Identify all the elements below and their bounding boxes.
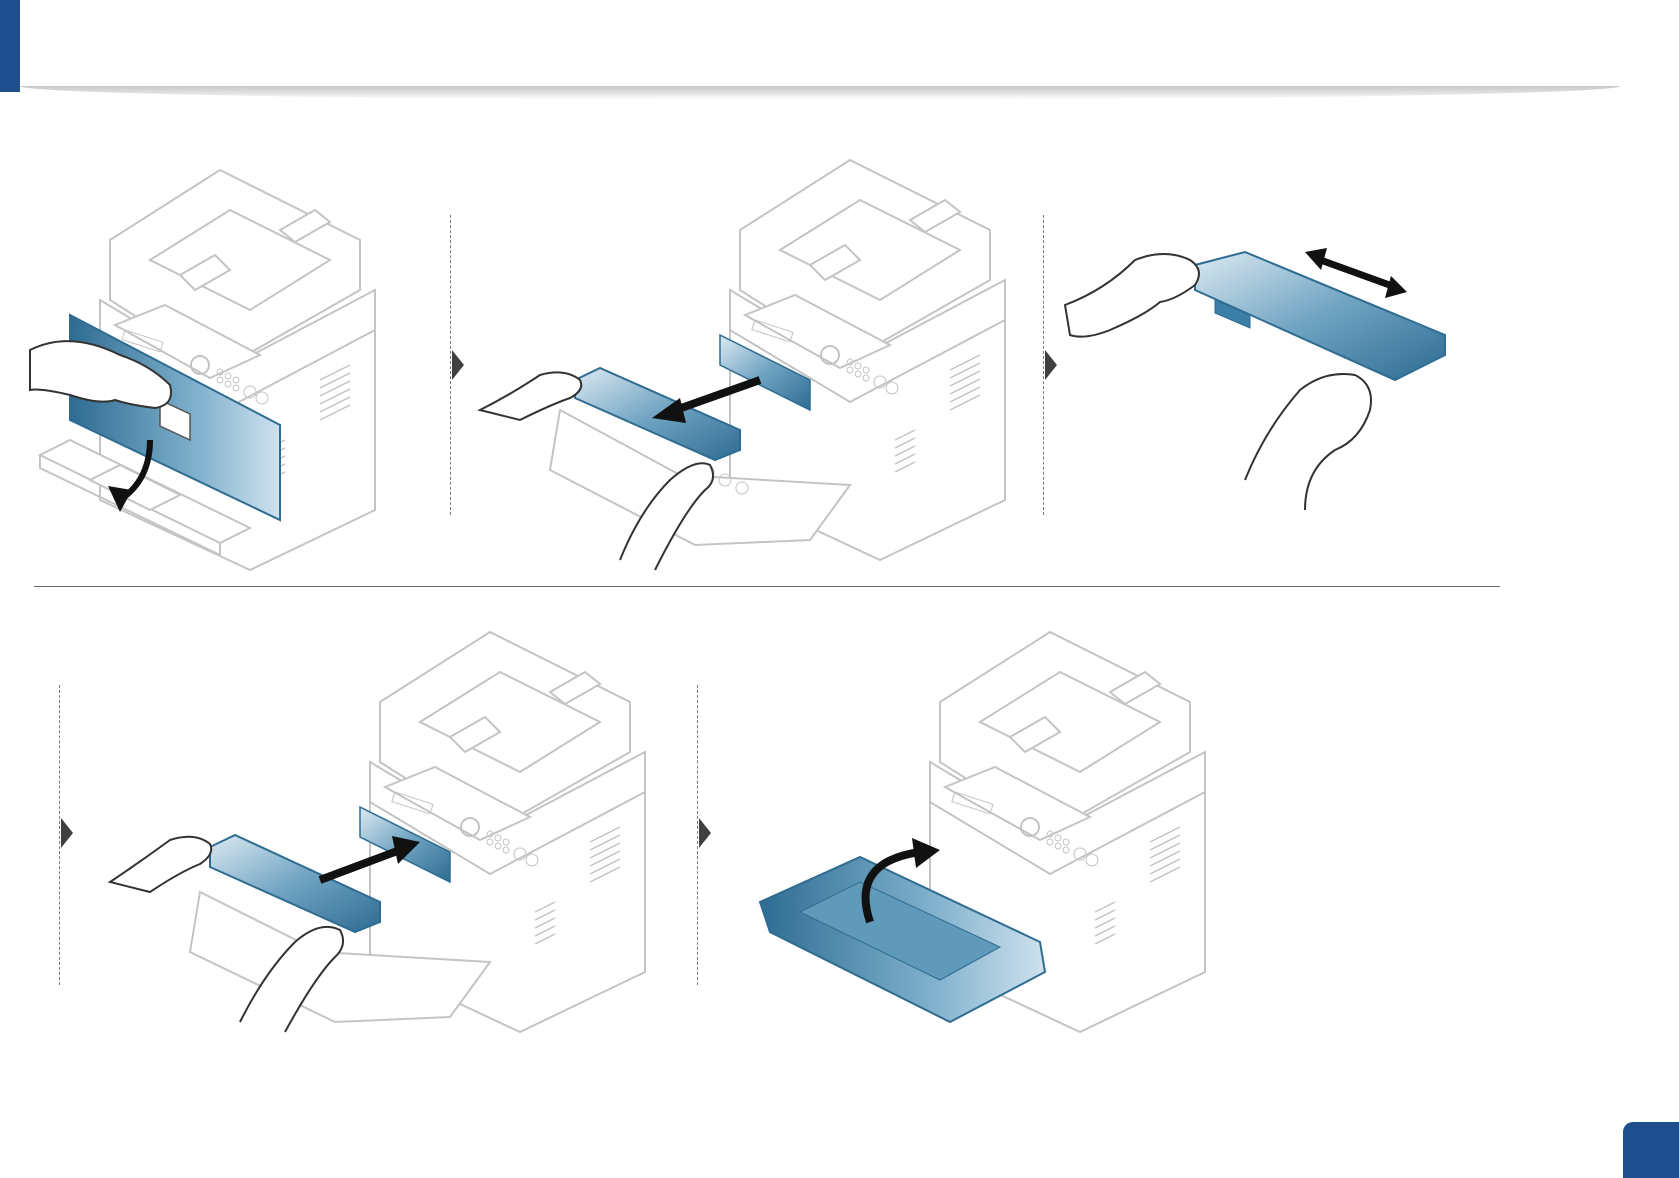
- step-3-shake-cartridge: [1065, 240, 1475, 520]
- step-arrow-icon: [452, 350, 464, 380]
- chapter-edge-tab: [0, 0, 20, 92]
- header-rule: [20, 86, 1620, 100]
- step-2-remove-cartridge: [480, 140, 1010, 570]
- page-number-badge: [1623, 1122, 1679, 1178]
- step-separator: [1043, 215, 1044, 515]
- printer-close-cover-icon: [740, 612, 1210, 1032]
- step-separator: [697, 685, 698, 985]
- printer-open-cover-icon: [30, 150, 430, 570]
- printer-insert-cartridge-icon: [100, 612, 650, 1032]
- step-separator: [450, 215, 451, 515]
- step-separator: [59, 685, 60, 985]
- cartridge-shake-icon: [1065, 240, 1475, 520]
- step-arrow-icon: [61, 818, 73, 848]
- step-1-open-cover: [30, 150, 430, 570]
- section-divider: [34, 586, 1500, 587]
- step-arrow-icon: [699, 818, 711, 848]
- step-5-close-cover: [740, 612, 1210, 1032]
- step-4-insert-cartridge: [100, 612, 650, 1032]
- printer-remove-cartridge-icon: [480, 140, 1010, 570]
- step-arrow-icon: [1045, 350, 1057, 380]
